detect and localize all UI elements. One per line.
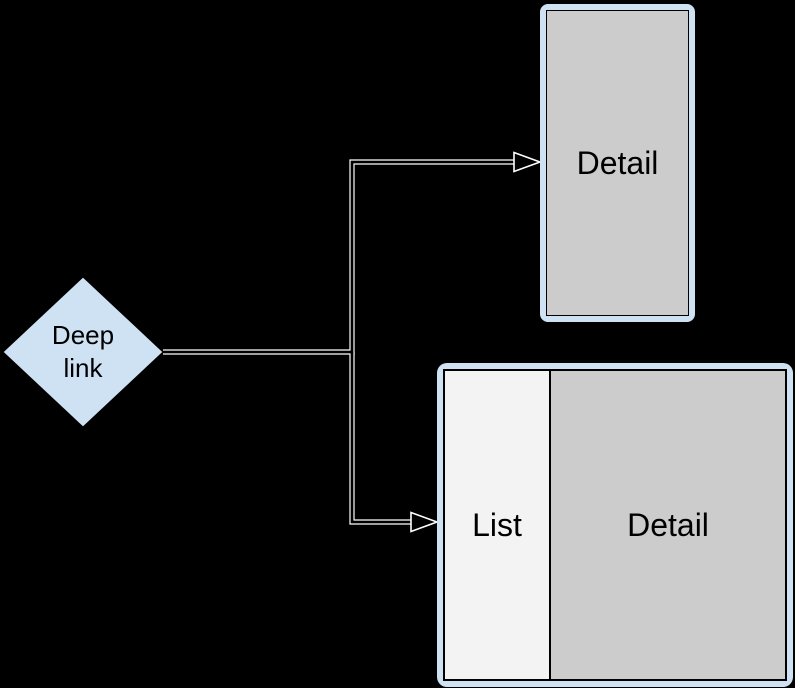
connector-cores	[163, 160, 521, 524]
arrowhead-to-detail	[513, 151, 543, 173]
list-detail-panel: List Detail	[437, 363, 793, 687]
arrowhead-to-list-detail	[410, 511, 440, 533]
deep-link-label: Deep link	[23, 312, 143, 392]
list-pane: List	[445, 371, 551, 679]
decision-diamond-shape	[2, 276, 164, 428]
detail-pane: Detail	[551, 371, 785, 679]
connector-casing-deep-link-to-list-detail	[349, 352, 418, 525]
deep-link-label-line2: link	[63, 353, 103, 383]
detail-panel-body: Detail	[546, 10, 689, 316]
connector-core-deep-link-to-detail	[163, 160, 521, 354]
connector-core-deep-link-to-list-detail	[350, 352, 418, 524]
detail-panel: Detail	[540, 4, 695, 322]
connector-casing-deep-link-to-detail	[163, 159, 521, 355]
list-detail-panel-body: List Detail	[443, 369, 787, 681]
list-pane-label: List	[472, 506, 522, 543]
detail-pane-label: Detail	[627, 506, 709, 543]
deep-link-label-line1: Deep	[51, 320, 115, 350]
detail-panel-label: Detail	[576, 144, 659, 181]
